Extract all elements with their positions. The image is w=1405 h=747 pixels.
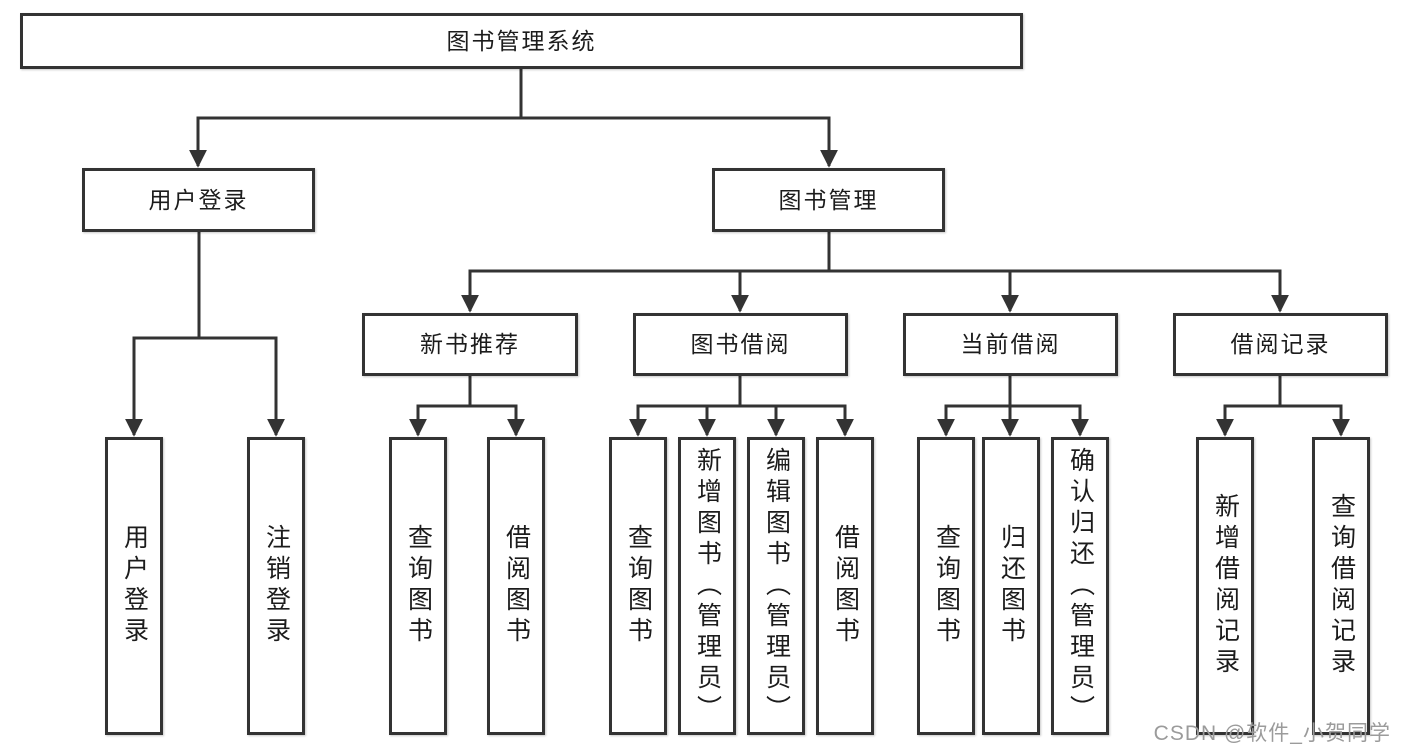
node-borrow-records: 借阅记录 <box>1173 313 1388 376</box>
leaf-return-book: 归还图书 <box>982 437 1040 735</box>
edge-root-book-management <box>519 69 838 168</box>
edge-new-book-borrow <box>468 376 525 437</box>
leaf-user-login-label: 用户登录 <box>120 524 149 648</box>
edge-borrow-records-add <box>1216 376 1282 437</box>
edge-current-borrow-query <box>937 376 1012 437</box>
leaf-query-books-2: 查询图书 <box>609 437 667 735</box>
leaf-query-borrow-record-label: 查询借阅记录 <box>1327 493 1356 679</box>
node-book-management-label: 图书管理 <box>778 186 879 213</box>
leaf-confirm-return-admin: 确认归还（管理员） <box>1051 437 1109 735</box>
node-book-borrow: 图书借阅 <box>633 313 848 376</box>
leaf-user-login: 用户登录 <box>105 437 163 735</box>
edge-book-borrow-borrow <box>738 376 854 437</box>
edge-book-management-borrow-records <box>827 232 1289 313</box>
node-user-login: 用户登录 <box>82 168 315 232</box>
leaf-logout: 注销登录 <box>247 437 305 735</box>
leaf-query-books-3: 查询图书 <box>917 437 975 735</box>
leaf-query-books-2-label: 查询图书 <box>624 524 653 648</box>
edge-new-book-query <box>409 376 472 437</box>
leaf-borrow-books-2-label: 借阅图书 <box>831 524 860 648</box>
edge-borrow-records-query <box>1278 376 1350 437</box>
leaf-confirm-return-admin-label: 确认归还（管理员） <box>1066 446 1095 726</box>
edge-current-borrow-confirm <box>1008 376 1089 437</box>
leaf-add-borrow-record: 新增借阅记录 <box>1196 437 1254 735</box>
leaf-return-book-label: 归还图书 <box>997 524 1026 648</box>
leaf-query-books-1-label: 查询图书 <box>404 524 433 648</box>
leaf-borrow-books-2: 借阅图书 <box>816 437 874 735</box>
node-current-borrow-label: 当前借阅 <box>960 331 1061 357</box>
edge-book-borrow-add <box>698 376 742 437</box>
leaf-edit-book-admin: 编辑图书（管理员） <box>747 437 805 735</box>
node-book-borrow-label: 图书借阅 <box>690 331 791 357</box>
leaf-add-book-admin-label: 新增图书（管理员） <box>693 446 722 726</box>
node-user-login-label: 用户登录 <box>148 186 249 213</box>
edge-root-user-login <box>189 69 523 168</box>
leaf-add-book-admin: 新增图书（管理员） <box>678 437 736 735</box>
node-current-borrow: 当前借阅 <box>903 313 1118 376</box>
leaf-edit-book-admin-label: 编辑图书（管理员） <box>762 446 791 726</box>
leaf-add-borrow-record-label: 新增借阅记录 <box>1211 493 1240 679</box>
node-borrow-records-label: 借阅记录 <box>1230 331 1331 357</box>
node-root-label: 图书管理系统 <box>446 27 597 54</box>
leaf-logout-label: 注销登录 <box>262 524 291 648</box>
leaf-query-books-1: 查询图书 <box>389 437 447 735</box>
leaf-borrow-books-1-label: 借阅图书 <box>502 524 531 648</box>
node-new-book-recommend-label: 新书推荐 <box>420 331 520 357</box>
leaf-query-books-3-label: 查询图书 <box>932 524 961 648</box>
node-book-management: 图书管理 <box>712 168 945 232</box>
node-new-book-recommend: 新书推荐 <box>362 313 578 376</box>
watermark: CSDN @软件_小贺同学 <box>1153 722 1391 745</box>
edge-user-login-leaf-logout <box>197 232 285 437</box>
leaf-borrow-books-1: 借阅图书 <box>487 437 545 735</box>
node-root: 图书管理系统 <box>20 13 1023 69</box>
edge-book-management-book-borrow <box>731 232 831 313</box>
edge-user-login-leaf-login <box>125 232 201 437</box>
leaf-query-borrow-record: 查询借阅记录 <box>1312 437 1370 735</box>
